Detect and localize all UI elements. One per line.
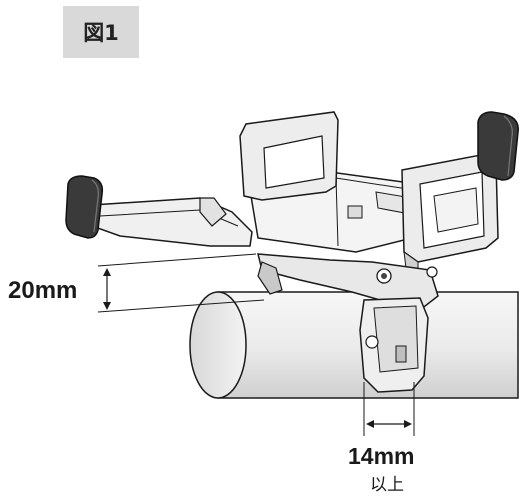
clamp-assembly bbox=[257, 253, 439, 393]
dimension-20mm-lines bbox=[97, 253, 265, 313]
right-holder-frame bbox=[401, 153, 499, 277]
left-upper-bracket bbox=[239, 111, 339, 201]
dimension-minimum-label: 以上 bbox=[370, 475, 404, 495]
dimension-14mm-lines bbox=[363, 382, 415, 436]
figure-label: 図1 bbox=[63, 6, 139, 58]
handlebar-pipe bbox=[189, 291, 519, 399]
dimension-14mm-label: 14mm bbox=[348, 443, 415, 469]
dimension-20mm-label: 20mm bbox=[8, 277, 78, 304]
left-holder-arm bbox=[91, 197, 253, 247]
right-rubber-grip bbox=[477, 111, 519, 181]
left-rubber-grip bbox=[65, 175, 104, 239]
